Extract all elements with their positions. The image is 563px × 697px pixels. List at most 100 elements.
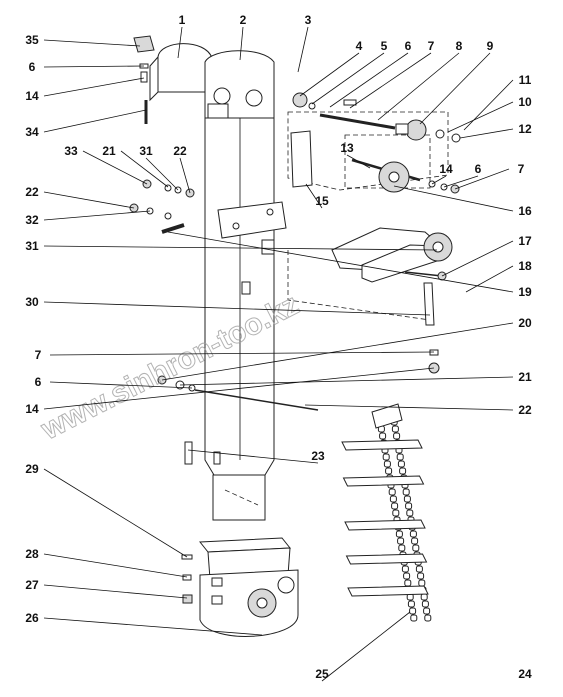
head-bearing-left bbox=[213, 87, 231, 105]
chain-link bbox=[385, 467, 393, 475]
boot-sprocket-hub bbox=[256, 597, 268, 609]
callout-12: 12 bbox=[518, 122, 532, 136]
leader-line-32 bbox=[43, 210, 151, 221]
leader-line-11 bbox=[463, 79, 514, 131]
leader-line-6 bbox=[443, 175, 479, 188]
callout-10: 10 bbox=[518, 95, 532, 109]
elevator-column bbox=[149, 43, 287, 521]
drive-assembly-dashed bbox=[287, 92, 461, 374]
chain-link bbox=[379, 432, 387, 440]
leader-line-23 bbox=[187, 449, 319, 464]
chain-link bbox=[401, 565, 409, 573]
callout-30: 30 bbox=[25, 295, 39, 309]
leader-line-21 bbox=[179, 376, 514, 386]
chain-link bbox=[421, 600, 429, 608]
bucket bbox=[347, 585, 429, 597]
leader-line-35 bbox=[43, 39, 141, 47]
callout-27: 27 bbox=[25, 578, 39, 592]
leader-line-4 bbox=[299, 52, 360, 97]
washer-27 bbox=[182, 574, 192, 581]
leader-line-28 bbox=[43, 553, 188, 578]
leader-line-17 bbox=[441, 240, 514, 277]
leader-line-27 bbox=[43, 584, 188, 599]
chain-link bbox=[411, 537, 419, 545]
leader-line-9 bbox=[419, 52, 491, 125]
chain-link bbox=[403, 495, 411, 503]
chain-link bbox=[392, 509, 400, 517]
tube-window bbox=[261, 239, 275, 255]
chain-link bbox=[382, 453, 390, 461]
leader-line-10 bbox=[447, 101, 514, 133]
leader-line-33 bbox=[82, 150, 148, 185]
leader-line-14 bbox=[43, 77, 145, 97]
tensioner-rod bbox=[404, 271, 443, 277]
drive-shaft bbox=[319, 113, 396, 130]
chain-link bbox=[415, 565, 423, 573]
chain-link bbox=[383, 460, 391, 468]
callout-25: 25 bbox=[315, 667, 329, 681]
callout-21: 21 bbox=[102, 144, 116, 158]
callout-26: 26 bbox=[25, 611, 39, 625]
washer-21-left bbox=[164, 184, 172, 192]
dashed-frame-sprocket bbox=[344, 134, 431, 189]
chain-link bbox=[410, 614, 418, 622]
sprocket-16-hub bbox=[388, 171, 400, 183]
bolt-30 bbox=[161, 223, 185, 234]
bucket bbox=[341, 439, 423, 451]
rod-23 bbox=[194, 389, 319, 411]
chain-link bbox=[388, 488, 396, 496]
motor-pulley-hub bbox=[432, 241, 444, 253]
callout-13: 13 bbox=[340, 141, 354, 155]
callout-14: 14 bbox=[439, 162, 453, 176]
chain-link bbox=[418, 579, 426, 587]
callout-22: 22 bbox=[518, 403, 532, 417]
callout-31: 31 bbox=[139, 144, 153, 158]
leader-line-22 bbox=[43, 191, 135, 209]
leader-line-7 bbox=[49, 351, 435, 356]
bolt-29 bbox=[184, 441, 193, 465]
lower-tube-section bbox=[212, 474, 266, 521]
bracket-hole-2 bbox=[266, 208, 274, 216]
ring bbox=[435, 129, 445, 139]
callout-28: 28 bbox=[25, 547, 39, 561]
key bbox=[343, 99, 357, 106]
callout-5: 5 bbox=[381, 39, 388, 53]
callout-33: 33 bbox=[64, 144, 78, 158]
left-hardware bbox=[129, 35, 319, 604]
bucket bbox=[344, 519, 426, 531]
sprocket-top bbox=[405, 119, 427, 141]
bucket bbox=[342, 475, 425, 487]
lower-tube-dash bbox=[224, 489, 259, 506]
chain-link bbox=[417, 572, 425, 580]
head-cover-left bbox=[157, 43, 213, 93]
chain-link bbox=[397, 537, 405, 545]
callout-15: 15 bbox=[315, 194, 329, 208]
callout-21: 21 bbox=[518, 370, 532, 384]
chain-link bbox=[424, 614, 432, 622]
leader-line-8 bbox=[377, 52, 460, 121]
callout-6: 6 bbox=[29, 60, 36, 74]
cover-plate-15 bbox=[290, 130, 313, 188]
leader-line-5 bbox=[311, 52, 385, 105]
tube-slot bbox=[213, 451, 221, 465]
callout-6: 6 bbox=[405, 39, 412, 53]
leader-line-31 bbox=[145, 157, 179, 191]
boot-tab-2 bbox=[211, 595, 223, 605]
chain-link bbox=[393, 432, 401, 440]
chain-link bbox=[406, 509, 414, 517]
leader-line-29 bbox=[43, 468, 188, 558]
callout-1: 1 bbox=[179, 13, 186, 27]
callout-16: 16 bbox=[518, 204, 532, 218]
callout-14: 14 bbox=[25, 89, 39, 103]
callout-6: 6 bbox=[475, 162, 482, 176]
leader-line-7 bbox=[454, 168, 510, 190]
callout-11: 11 bbox=[519, 73, 532, 87]
leader-line-19 bbox=[167, 231, 514, 293]
leader-line-6 bbox=[329, 52, 409, 108]
callout-18: 18 bbox=[518, 259, 532, 273]
callout-17: 17 bbox=[518, 234, 532, 248]
callout-2: 2 bbox=[240, 13, 247, 27]
leader-line-6 bbox=[43, 65, 145, 68]
